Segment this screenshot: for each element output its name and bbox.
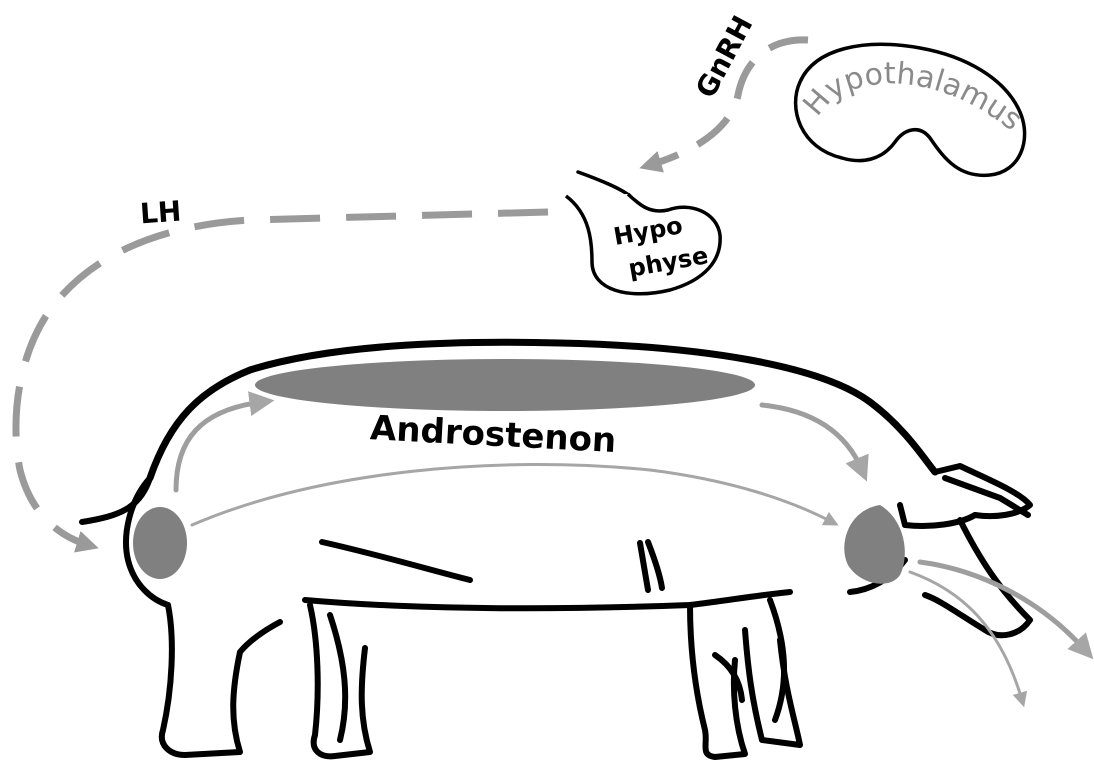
fat-tissue-gland <box>255 359 755 411</box>
lh-label: LH <box>139 195 182 231</box>
flow-arrow-testis-to-saliva <box>192 465 832 525</box>
hypophyse-stalk <box>578 172 630 196</box>
flow-arrow-testis-to-fat <box>176 402 262 490</box>
gnrh-label: GnRH <box>689 10 759 103</box>
testis-gland <box>133 507 187 579</box>
salivary-gland <box>844 505 905 584</box>
flow-arrow-fat-to-saliva <box>762 405 862 470</box>
androstenon-label: Androstenon <box>369 408 617 461</box>
